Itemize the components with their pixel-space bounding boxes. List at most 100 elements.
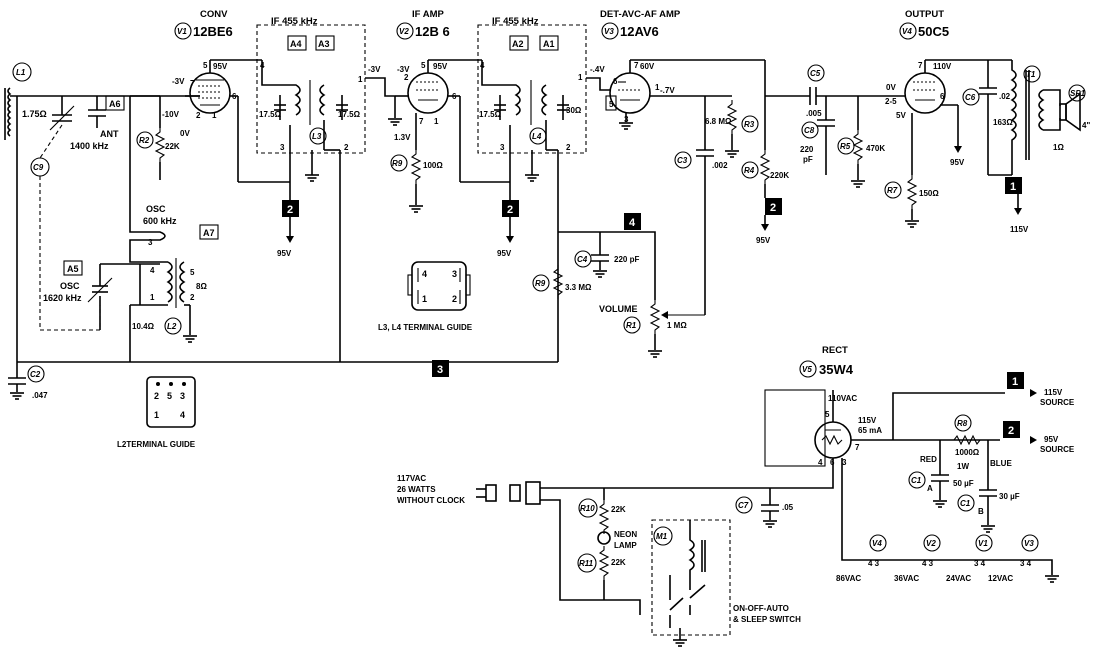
v3-in-volt: -.4V	[590, 65, 605, 74]
r11-tag: R11	[579, 559, 594, 568]
v2-plate-volt: 95V	[433, 62, 448, 71]
c8-tag: C8	[804, 126, 815, 135]
l4-tag: L4	[532, 132, 542, 141]
heater-v3-volts: 12VAC	[988, 574, 1013, 583]
svg-text:3: 3	[500, 143, 505, 152]
c4-tag: C4	[577, 255, 588, 264]
v4-cath-volt: 5V	[896, 111, 906, 120]
l1-value: 1.75Ω	[22, 109, 47, 119]
b95-c: 95V	[756, 236, 771, 245]
svg-text:3: 3	[148, 238, 153, 247]
l4-res-b: 30Ω	[566, 106, 582, 115]
badge-2c: 2	[770, 202, 776, 214]
badge-4: 4	[629, 217, 636, 229]
c6-value: .02	[999, 92, 1011, 101]
badge-2a: 2	[287, 204, 293, 216]
c5-value: .005	[806, 109, 822, 118]
l1-tag-circle	[12, 62, 32, 82]
v3-type: 12AV6	[620, 24, 659, 39]
svg-text:4: 4	[480, 61, 485, 70]
badge-2d: 2	[1008, 425, 1014, 437]
badge-2b: 2	[507, 204, 513, 216]
a5-label: A5	[67, 264, 79, 274]
svg-text:2: 2	[404, 73, 409, 82]
v2-role: IF AMP	[412, 9, 445, 20]
svg-text:5: 5	[825, 410, 830, 419]
heater-v1-volts: 24VAC	[946, 574, 971, 583]
line-clock: WITHOUT CLOCK	[397, 496, 465, 505]
l2-terminal-guide	[146, 376, 196, 428]
c7-tag: C7	[738, 501, 749, 510]
r5-value: 470K	[866, 144, 885, 153]
svg-text:6: 6	[940, 92, 945, 101]
sp1-value: 4"	[1082, 121, 1090, 130]
v4-pins: 2-5	[885, 97, 897, 106]
badge-3: 3	[437, 364, 443, 376]
r2-tag: R2	[139, 136, 150, 145]
v2-tag: V2	[399, 27, 409, 36]
badge-1a: 1	[1010, 181, 1016, 193]
a7-label: A7	[203, 228, 215, 238]
line-watts: 26 WATTS	[397, 485, 436, 494]
speaker-sp1	[1059, 92, 1081, 132]
c8-value-b: pF	[803, 155, 813, 164]
neon-label-a: NEON	[614, 530, 637, 539]
heater-v2-pins: 4 3	[922, 559, 934, 568]
r10-tag: R10	[580, 504, 595, 513]
v5-role: RECT	[822, 345, 848, 356]
heater-v4-tag: V4	[872, 539, 882, 548]
c5-tag: C5	[810, 69, 821, 78]
svg-text:5: 5	[421, 61, 426, 70]
l3l4-guide-caption: L3, L4 TERMINAL GUIDE	[378, 323, 473, 332]
c3-value: .002	[712, 161, 728, 170]
svg-text:7: 7	[634, 61, 639, 70]
v3-plate-volt: 60V	[640, 62, 655, 71]
c8-value-a: 220	[800, 145, 814, 154]
v4-pin7-volt: 110V	[933, 62, 952, 71]
l2-pin-e: 4	[180, 410, 185, 420]
v1-type: 12BE6	[193, 24, 233, 39]
a4-label: A4	[290, 39, 302, 49]
v1-role: CONV	[200, 9, 228, 20]
coil-l2	[166, 258, 186, 308]
l2-pin-d: 1	[154, 410, 159, 420]
r9-value: 100Ω	[423, 161, 443, 170]
b115: 115V	[1010, 225, 1029, 234]
c3-tag: C3	[677, 156, 688, 165]
ant-label: ANT	[100, 129, 119, 139]
antenna-coil-l1	[4, 87, 200, 140]
if1-label: IF 455 kHz	[271, 16, 318, 27]
svg-text:5: 5	[190, 268, 195, 277]
svg-text:4: 4	[260, 61, 265, 70]
v2-type: 12B 6	[415, 24, 450, 39]
clock-switch-box	[651, 519, 731, 636]
c1a-sub: A	[927, 484, 933, 493]
svg-text:7: 7	[918, 61, 923, 70]
osc-a5-label: OSC	[60, 281, 80, 291]
badge-1b: 1	[1012, 376, 1018, 388]
if2-label: IF 455 kHz	[492, 16, 539, 27]
v4-grid-volt: 0V	[886, 83, 896, 92]
svg-text:7: 7	[190, 79, 195, 88]
v3-tag: V3	[604, 27, 614, 36]
neon-label-b: LAMP	[614, 541, 637, 550]
c4-value: 220 pF	[614, 255, 639, 264]
a6-label: A6	[109, 99, 121, 109]
l3-res-b: 17.5Ω	[338, 110, 361, 119]
c1b-value: 30 µF	[999, 492, 1020, 501]
l3-tag: L3	[312, 132, 322, 141]
tube-v1-symbol	[189, 72, 231, 114]
a3-label: A3	[318, 39, 330, 49]
r8-watt: 1W	[957, 462, 969, 471]
svg-text:6: 6	[452, 92, 457, 101]
heater-v3-pins: 3 4	[1020, 559, 1032, 568]
v5-tag: V5	[802, 365, 812, 374]
v1-grid-volt: -10V	[162, 110, 180, 119]
a6-box	[105, 95, 125, 111]
c7-value: .05	[782, 503, 794, 512]
b95-a: 95V	[277, 249, 292, 258]
l1-tag: L1	[16, 68, 26, 77]
v3-role: DET-AVC-AF AMP	[600, 9, 681, 20]
r9b-tag: R9	[535, 279, 546, 288]
